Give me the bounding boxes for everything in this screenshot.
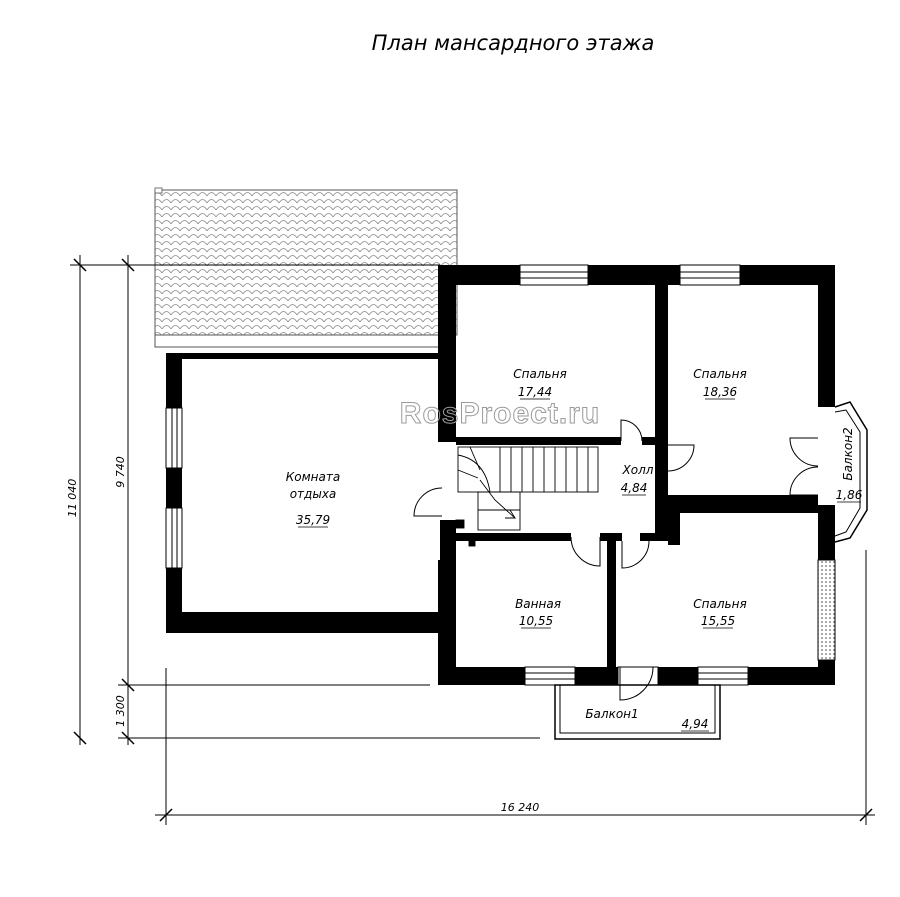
room-name-holl: Холл (622, 463, 654, 477)
staircase (444, 446, 699, 549)
room-area-spalnya3: 15,55 (701, 614, 735, 628)
room-name-spalnya1: Спальня (513, 367, 566, 381)
room-name-spalnya3: Спальня (693, 597, 746, 611)
dim-total-height: 11 040 (66, 479, 79, 518)
balcony-2 (834, 401, 868, 543)
dim-total-width: 16 240 (501, 801, 540, 814)
room-area-vannaya: 10,55 (519, 614, 553, 628)
doors (413, 419, 819, 701)
room-area-holl: 4,84 (621, 481, 648, 495)
room-name-balkon2: Балкон2 (841, 427, 855, 480)
room-name-komnata-2: отдыха (290, 487, 337, 501)
dim-balcony-depth: 1 300 (114, 695, 127, 727)
windows (165, 264, 836, 686)
watermark: RosProect.ru (400, 397, 600, 430)
room-area-spalnya2: 18,36 (703, 385, 738, 399)
balcony-1 (554, 684, 721, 740)
roof-tiles (154, 187, 458, 348)
room-labels: Комната отдыха 35,79 Спальня 17,44 Спаль… (286, 367, 863, 732)
room-area-balkon2: 1,86 (836, 488, 863, 502)
plan-title: План мансардного этажа (372, 31, 655, 55)
dimension-lines (70, 255, 875, 825)
room-name-komnata-1: Комната (286, 470, 340, 484)
room-name-vannaya: Ванная (515, 597, 561, 611)
room-name-spalnya2: Спальня (693, 367, 746, 381)
dim-main-height: 9 740 (114, 456, 127, 488)
room-name-balkon1: Балкон1 (585, 707, 638, 721)
room-area-komnata: 35,79 (296, 513, 330, 527)
room-area-spalnya1: 17,44 (518, 385, 552, 399)
room-area-balkon1: 4,94 (682, 717, 709, 731)
